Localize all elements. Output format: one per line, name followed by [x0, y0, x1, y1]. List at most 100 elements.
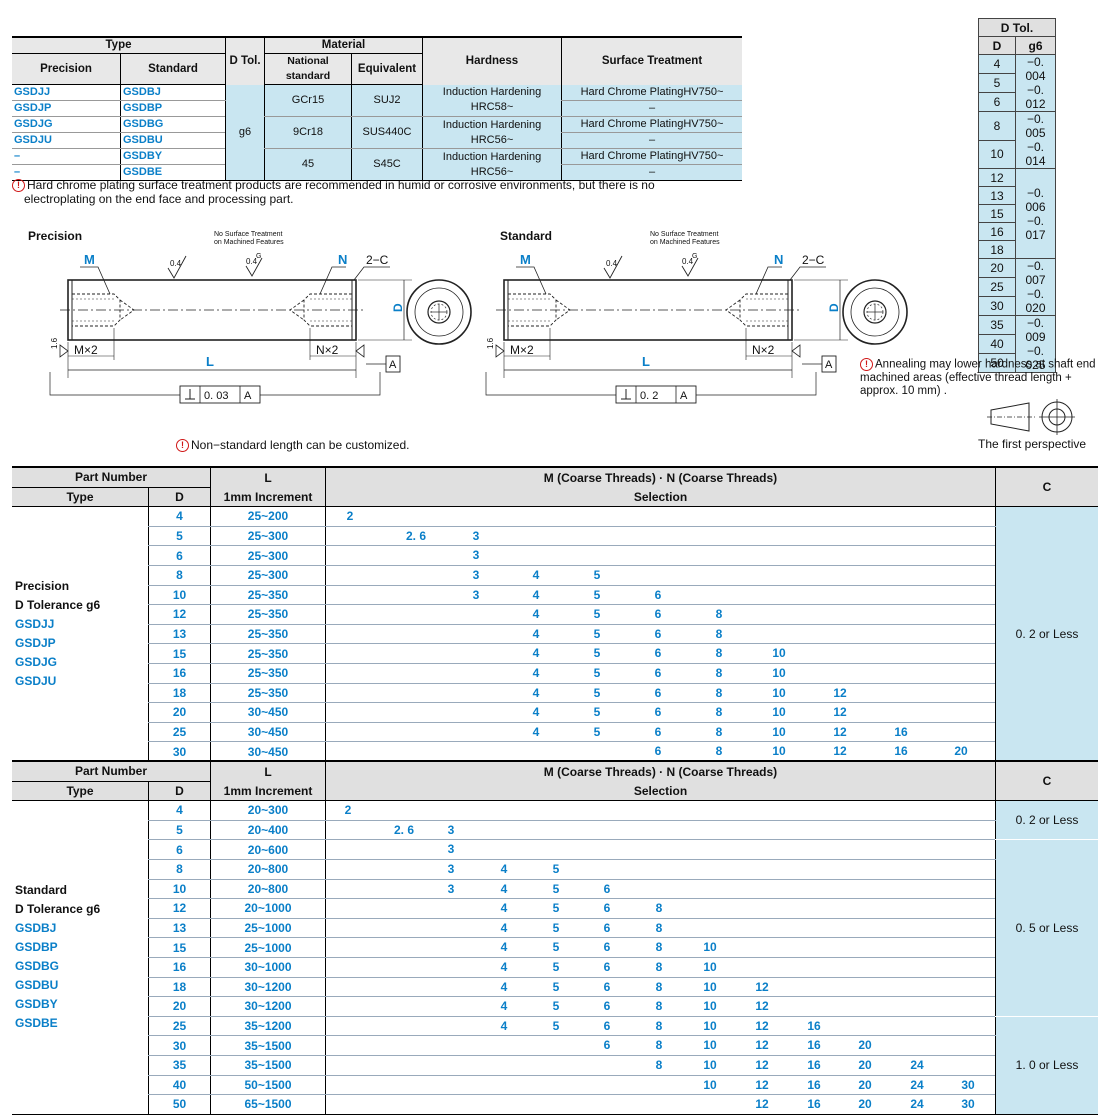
d-header: D — [148, 487, 211, 508]
type-code: GSDBP — [15, 940, 58, 955]
type-label: D Tolerance g6 — [15, 598, 101, 613]
thread-size: 10 — [772, 665, 786, 680]
thread-size: 6 — [603, 1038, 611, 1053]
n-label: N — [774, 252, 783, 267]
plating-note: !Hard chrome plating surface treatment p… — [12, 178, 712, 206]
chamfer-label: 2−C — [366, 253, 389, 267]
thread-size: 16 — [807, 1057, 821, 1072]
thread-size: 5 — [593, 665, 601, 680]
selection-cell: 2 — [325, 800, 996, 821]
right-thread — [739, 293, 788, 327]
d-value: 6 — [148, 839, 211, 860]
l-range: 35~1500 — [210, 1055, 326, 1076]
dtol-d: 13 — [978, 186, 1016, 205]
thread-size: 10 — [772, 705, 786, 720]
roughness-icon — [167, 255, 187, 279]
hardness-line: Induction Hardening — [442, 86, 542, 99]
thread-size: 4 — [532, 646, 540, 661]
thread-size: 6 — [603, 901, 611, 916]
tol-upper: −0. 004 — [1025, 55, 1046, 83]
hardness-line: Induction Hardening — [442, 150, 542, 163]
standard-header: Standard — [120, 53, 226, 85]
dtol-d: 50 — [978, 353, 1016, 373]
n-label: N — [338, 252, 347, 267]
l-range: 25~1000 — [210, 918, 326, 939]
thread-size: 12 — [755, 979, 769, 994]
d-value: 5 — [148, 526, 211, 547]
thread-size: 5 — [552, 881, 560, 896]
hardness-header: Hardness — [422, 36, 562, 85]
thread-size: 6 — [654, 744, 662, 759]
roughness-icon — [355, 344, 365, 358]
thread-size: 4 — [532, 587, 540, 602]
thread-size: 4 — [532, 724, 540, 739]
thread-size: 5 — [593, 567, 601, 582]
l-label: L — [642, 354, 650, 369]
d-value: 30 — [148, 1035, 211, 1056]
thread-size: 4 — [500, 999, 508, 1014]
tol-upper: −0. 006 — [1025, 185, 1046, 214]
l-range: 35~1500 — [210, 1035, 326, 1056]
thread-size: 5 — [593, 724, 601, 739]
thread-size: 3 — [472, 587, 480, 602]
type-code: GSDBU — [15, 978, 59, 993]
l-range: 20~600 — [210, 839, 326, 860]
d-value: 16 — [148, 957, 211, 978]
thread-size: 6 — [654, 685, 662, 700]
thread-size: 8 — [655, 1038, 663, 1053]
thread-size: 8 — [655, 959, 663, 974]
thread-size: 16 — [807, 1038, 821, 1053]
left-thread — [508, 293, 557, 327]
dtol-row: 15 — [978, 204, 1056, 223]
dtol-d: 10 — [978, 139, 1016, 169]
spec-table: Type D Tol. Material Hardness Surface Tr… — [12, 36, 742, 181]
dtol-d: 5 — [978, 73, 1016, 93]
thread-size: 6 — [603, 940, 611, 955]
right-drill-point — [289, 299, 305, 321]
d-value: 20 — [148, 702, 211, 723]
thread-size: 6 — [654, 587, 662, 602]
n-leader — [755, 266, 782, 295]
warning-icon: ! — [176, 439, 189, 453]
selection-cell: 2 — [325, 506, 996, 527]
roughness-icon — [59, 344, 69, 358]
thread-size: 8 — [715, 607, 723, 622]
datum-label: A — [389, 359, 397, 371]
thread-size: 5 — [552, 920, 560, 935]
thread-size: 8 — [715, 744, 723, 759]
l-range: 50~1500 — [210, 1075, 326, 1096]
l-range: 35~1200 — [210, 1016, 326, 1037]
roughness-icon — [495, 344, 505, 358]
frame-leader — [485, 372, 616, 396]
d-value: 20 — [148, 996, 211, 1017]
d-value: 8 — [148, 565, 211, 586]
first-perspective-label: The first perspective — [978, 437, 1087, 451]
nx2-label: N×2 — [316, 343, 339, 357]
dtol-header: D Tol. — [225, 36, 265, 85]
thread-size: 5 — [552, 861, 560, 876]
thread-size: 4 — [532, 705, 540, 720]
equivalent-header: Equivalent — [351, 53, 423, 85]
l-range: 25~350 — [210, 604, 326, 625]
end-view-outer — [842, 279, 908, 345]
dtol-d: 30 — [978, 296, 1016, 316]
frame-leader — [696, 372, 817, 396]
